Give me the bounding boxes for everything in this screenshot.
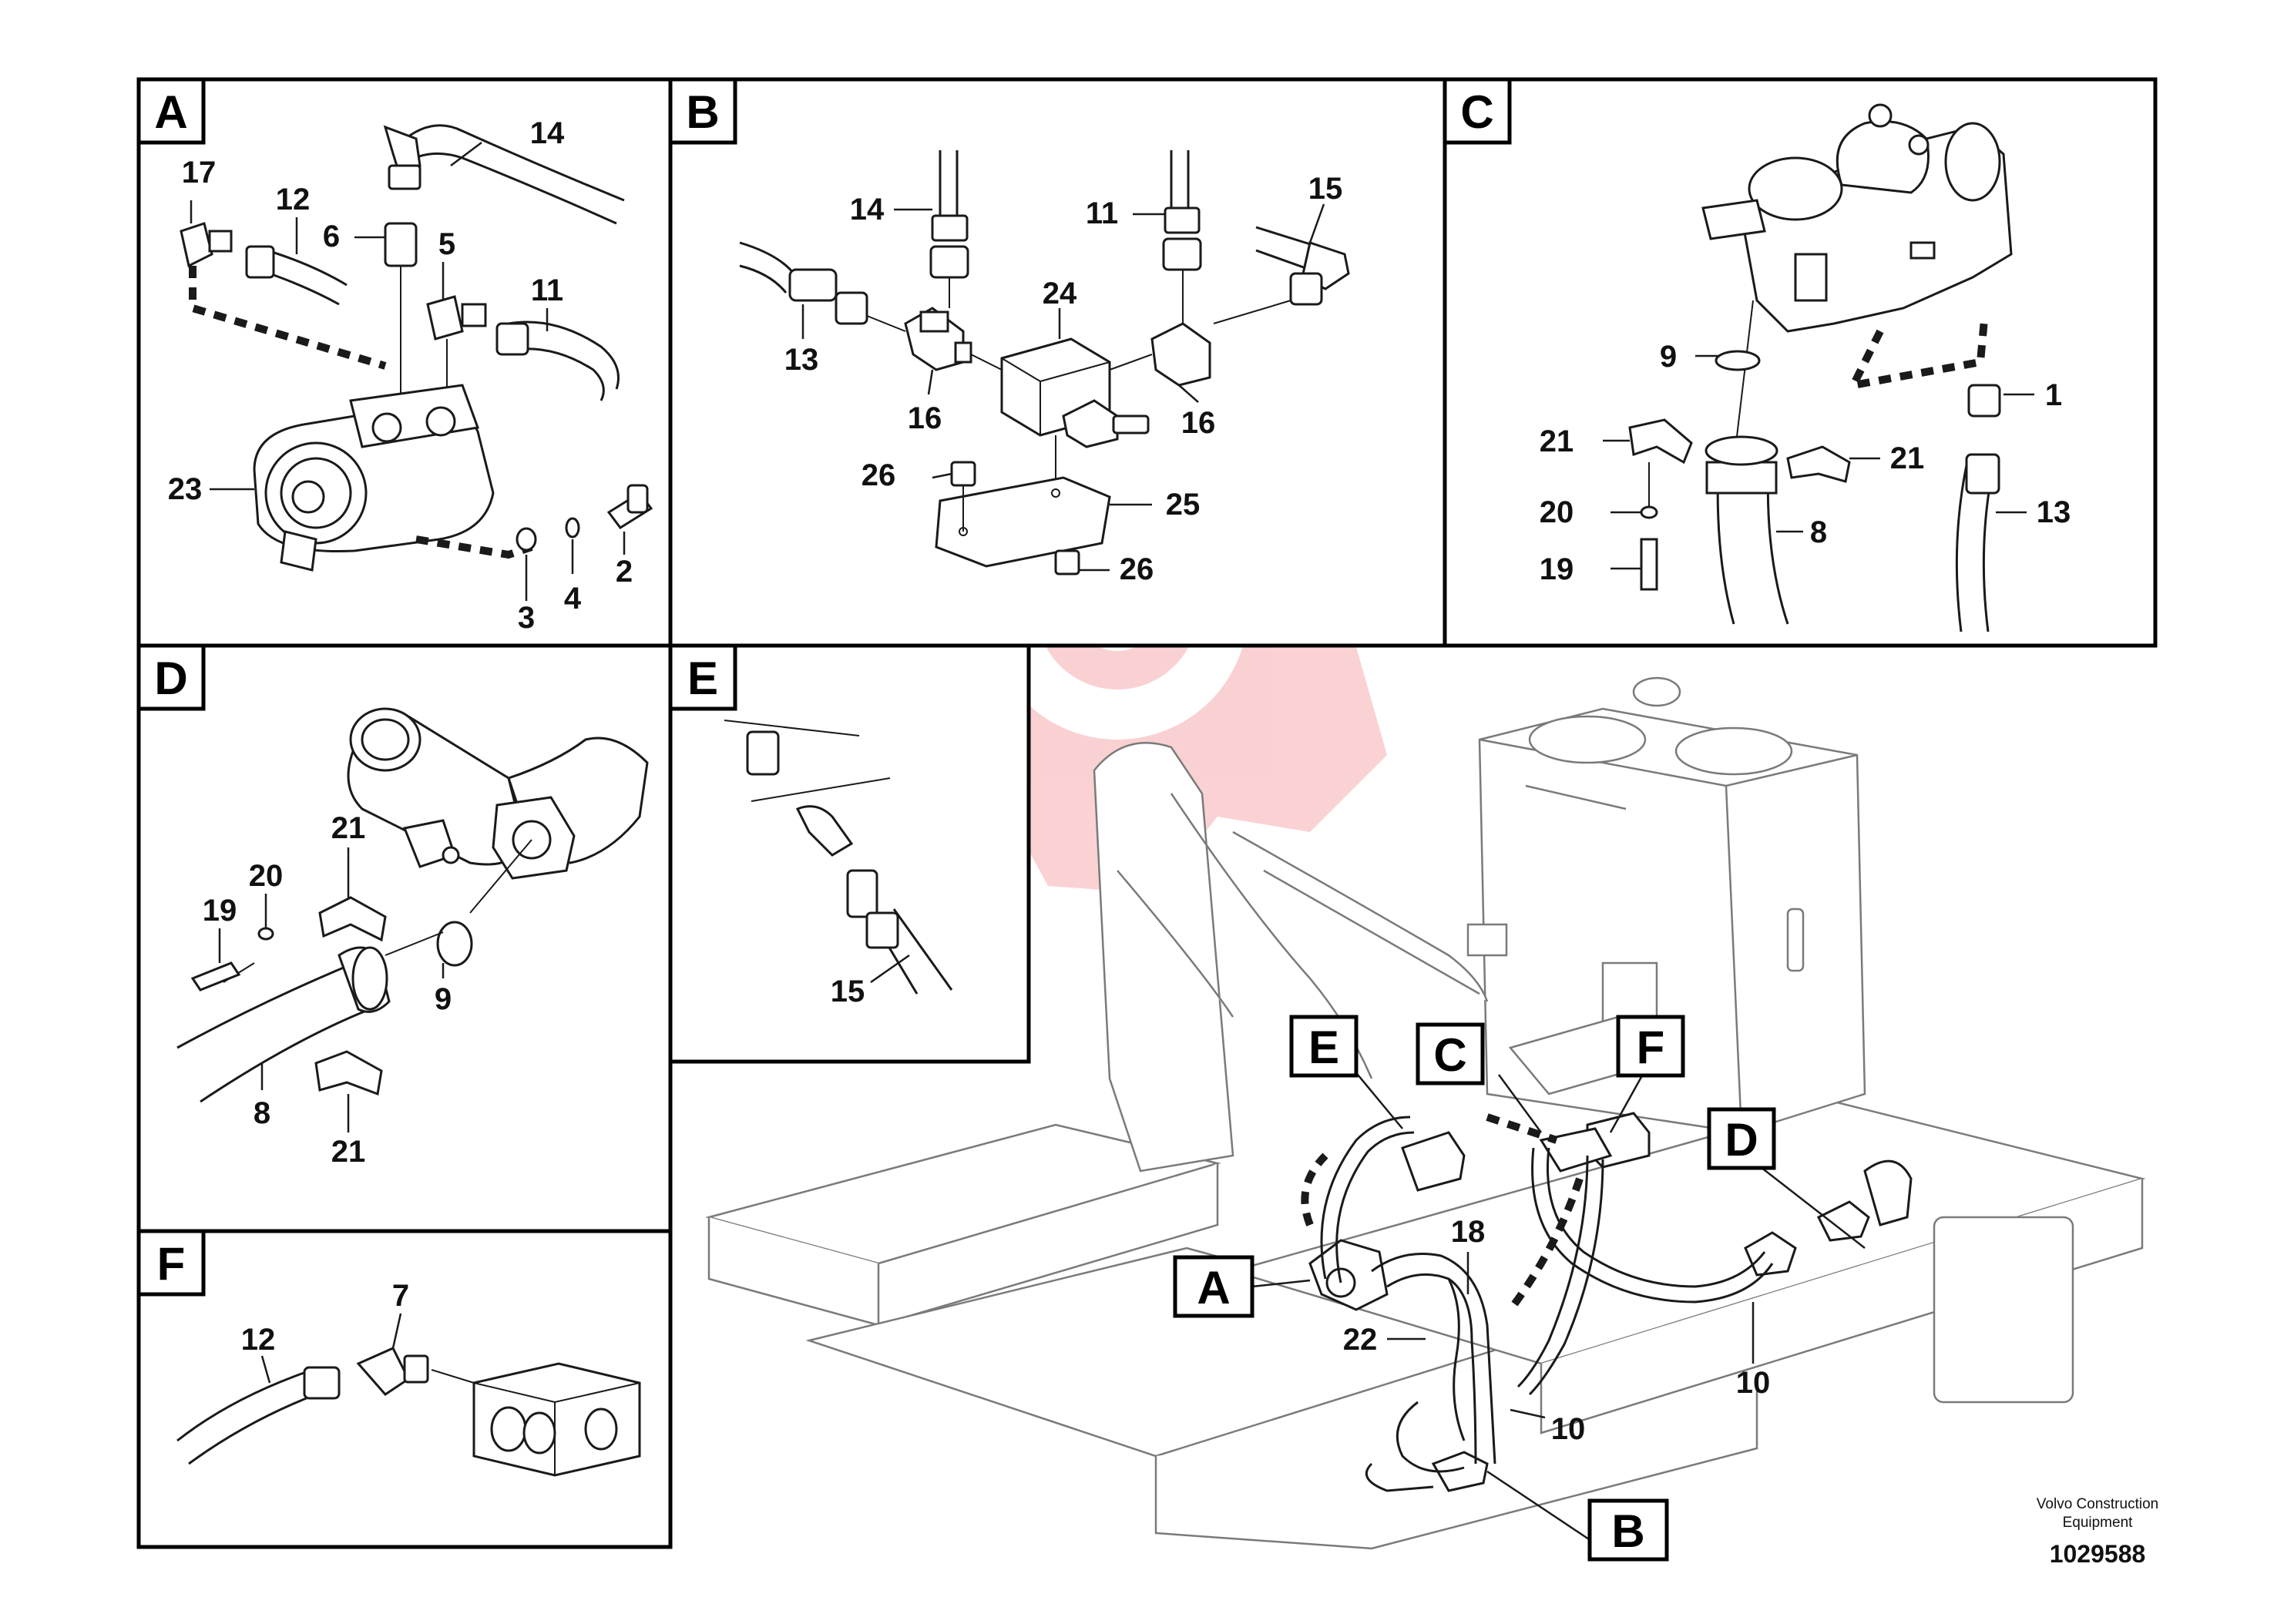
brand-line-1: Volvo Construction xyxy=(2037,1496,2158,1512)
callout-a-12: 12 xyxy=(276,183,311,216)
overview-label-d: D xyxy=(1725,1114,1758,1166)
overview-label-a: A xyxy=(1197,1262,1230,1314)
panel-e-letter: E xyxy=(668,643,737,711)
callout-a-17: 17 xyxy=(182,156,217,190)
callout-overview-10a: 10 xyxy=(1551,1412,1586,1446)
panel-e-frame xyxy=(668,643,1031,1064)
callout-c-9: 9 xyxy=(1660,340,1677,374)
overview-label-e: E xyxy=(1308,1022,1339,1073)
panel-b-letter: B xyxy=(668,77,737,145)
callout-b-14: 14 xyxy=(850,193,885,226)
callout-c-20: 20 xyxy=(1540,495,1574,529)
callout-b-26b: 26 xyxy=(1120,552,1154,586)
panel-d-letter: D xyxy=(136,643,206,711)
panel-f-letter: F xyxy=(136,1229,206,1297)
callout-d-8: 8 xyxy=(254,1096,270,1130)
callout-overview-22: 22 xyxy=(1343,1323,1378,1357)
overview-label-c: C xyxy=(1433,1029,1466,1081)
callout-d-21a: 21 xyxy=(331,811,366,845)
panel-c-artwork xyxy=(1628,103,2013,632)
panel-a-artwork xyxy=(180,124,653,572)
overview-leaders xyxy=(1251,1062,1866,1542)
callout-d-21b: 21 xyxy=(331,1135,366,1169)
panel-d-leaders xyxy=(218,847,445,1132)
svg-text:A: A xyxy=(154,86,187,138)
panel-b-callouts: 14 11 15 24 13 16 16 26 25 26 xyxy=(784,172,1343,586)
callout-b-24: 24 xyxy=(1043,277,1077,310)
callout-c-13: 13 xyxy=(2037,495,2071,529)
panel-c-callouts: 9 1 21 21 20 8 13 19 xyxy=(1540,340,2071,586)
callout-a-5: 5 xyxy=(438,227,455,261)
callout-c-21a: 21 xyxy=(1540,424,1574,458)
callout-b-13: 13 xyxy=(784,343,819,377)
callout-b-26a: 26 xyxy=(862,458,896,492)
svg-text:B: B xyxy=(686,86,719,138)
overview-callouts: 18 22 10 10 xyxy=(1343,1215,1771,1446)
callout-f-12: 12 xyxy=(241,1323,276,1357)
callout-b-16b: 16 xyxy=(1181,406,1216,440)
callout-a-6: 6 xyxy=(323,220,340,253)
overview-machine xyxy=(705,676,2146,1550)
panel-e-callouts: 15 xyxy=(831,975,865,1008)
overview-label-f: F xyxy=(1637,1022,1665,1073)
drawing-id: 1029588 xyxy=(2050,1540,2146,1568)
overview-labels: E C F D A B xyxy=(1173,1015,1776,1562)
panel-b-leaders xyxy=(801,203,1325,572)
callout-b-11: 11 xyxy=(1086,196,1118,230)
overview-label-b: B xyxy=(1611,1505,1644,1557)
brand-line-2: Equipment xyxy=(2063,1515,2134,1531)
svg-text:E: E xyxy=(687,653,718,704)
callout-a-3: 3 xyxy=(518,601,535,635)
callout-d-20: 20 xyxy=(249,859,284,893)
callout-a-4: 4 xyxy=(564,582,582,616)
callout-a-11: 11 xyxy=(531,273,563,307)
footer-credit: Volvo Construction Equipment 1029588 xyxy=(2037,1496,2158,1568)
svg-text:F: F xyxy=(157,1238,186,1290)
panel-f-artwork xyxy=(176,1347,641,1477)
panel-c-letter: C xyxy=(1443,77,1512,145)
callout-c-19: 19 xyxy=(1540,552,1574,586)
svg-text:D: D xyxy=(154,653,187,704)
panel-a-leaders xyxy=(190,142,626,601)
panel-c-leaders xyxy=(1603,354,2034,570)
panel-f-leaders xyxy=(260,1313,402,1384)
callout-d-9: 9 xyxy=(435,982,452,1016)
panel-d-artwork xyxy=(176,707,649,1103)
panel-b-artwork xyxy=(739,150,1350,575)
callout-a-23: 23 xyxy=(168,472,203,506)
panel-a-callouts: 17 12 14 6 5 11 23 3 4 2 xyxy=(168,116,633,635)
svg-text:C: C xyxy=(1460,86,1493,138)
panel-a-letter: A xyxy=(136,77,206,145)
callout-b-16a: 16 xyxy=(908,401,942,435)
callout-e-15: 15 xyxy=(831,975,865,1008)
panel-e-artwork xyxy=(724,720,953,995)
callout-b-25: 25 xyxy=(1166,488,1201,522)
panel-d-callouts: 21 20 19 9 8 21 xyxy=(203,811,452,1169)
callout-c-21b: 21 xyxy=(1890,441,1925,475)
callout-c-8: 8 xyxy=(1810,515,1827,549)
callout-a-14: 14 xyxy=(530,116,565,150)
panel-e-leaders xyxy=(870,954,910,984)
callout-a-2: 2 xyxy=(616,555,633,589)
callout-f-7: 7 xyxy=(392,1279,409,1313)
callout-d-19: 19 xyxy=(203,894,237,928)
overview-hoses xyxy=(1301,1113,1774,1492)
callout-overview-10b: 10 xyxy=(1736,1366,1771,1400)
callout-c-1: 1 xyxy=(2045,378,2062,412)
callout-b-15: 15 xyxy=(1308,172,1343,206)
panel-f-callouts: 7 12 xyxy=(241,1279,409,1357)
callout-overview-18: 18 xyxy=(1451,1215,1486,1249)
